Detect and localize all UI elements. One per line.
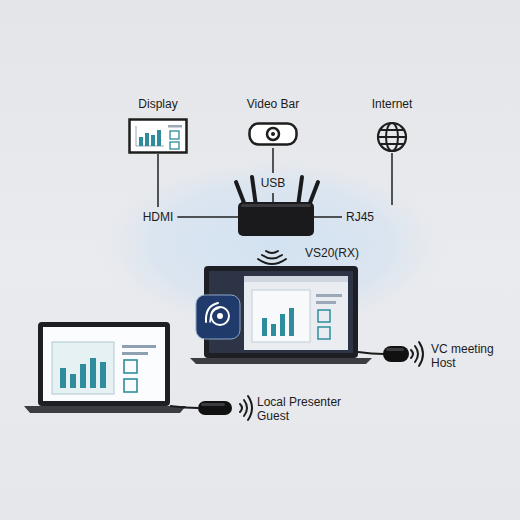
node-label: Local Presenter Guest — [257, 395, 353, 423]
guest-dongle: Local Presenter Guest — [198, 401, 232, 415]
cable-connector — [158, 154, 238, 217]
cable-connector — [314, 153, 392, 217]
node-label: VS20(RX) — [305, 246, 359, 260]
guest-laptop — [24, 322, 198, 413]
node-label: Display — [138, 97, 177, 111]
connector-label: HDMI — [143, 210, 174, 224]
wireless-symbol — [258, 251, 286, 264]
cable-connector — [272, 148, 274, 202]
node-label: VC meeting Host — [431, 342, 501, 370]
video-bar-icon: Video Bar — [248, 122, 298, 148]
display-icon: Display — [128, 118, 188, 154]
host-dongle: VC meeting Host — [383, 346, 409, 362]
node-label: Video Bar — [247, 97, 299, 111]
node-label: Internet — [372, 97, 413, 111]
receiver-box: VS20(RX) — [238, 202, 314, 236]
internet-globe: Internet — [376, 121, 408, 153]
connector-label: RJ45 — [346, 210, 374, 224]
connector-label: USB — [261, 176, 286, 190]
host-laptop — [190, 266, 384, 364]
